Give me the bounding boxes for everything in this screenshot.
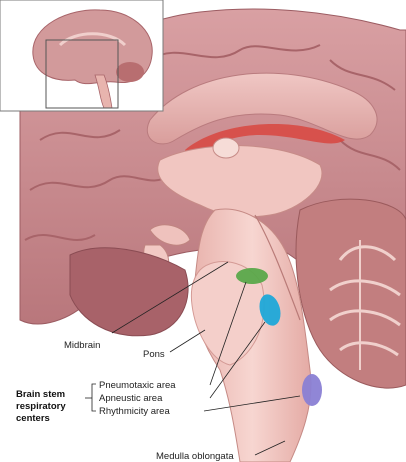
brainstem-centers-label-line2: respiratory: [16, 401, 66, 412]
rhythmicity-area-label: Rhythmicity area: [99, 406, 170, 417]
apneustic-area-label: Apneustic area: [99, 393, 163, 404]
brainstem-centers-label-line1: Brain stem: [16, 389, 65, 400]
rhythmicity-area-marker: [302, 374, 322, 406]
pneumotaxic-area-marker: [236, 268, 268, 284]
pons-label: Pons: [143, 349, 165, 360]
midbrain-label: Midbrain: [64, 340, 100, 351]
inset-brain-thumbnail: [0, 0, 163, 111]
medulla-oblongata-label: Medulla oblongata: [156, 451, 234, 462]
brainstem-centers-label-line3: centers: [16, 413, 50, 424]
pneumotaxic-area-label: Pneumotaxic area: [99, 380, 176, 391]
interthalamic-adhesion: [213, 138, 239, 158]
